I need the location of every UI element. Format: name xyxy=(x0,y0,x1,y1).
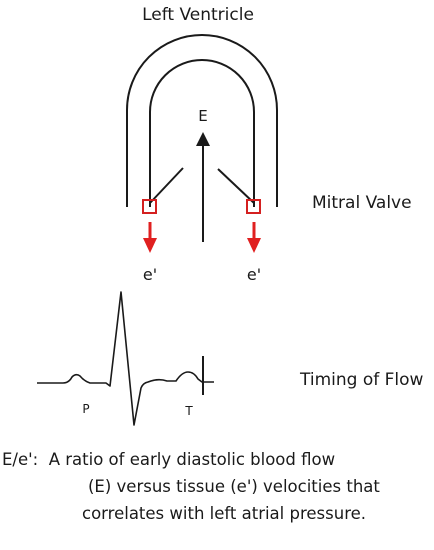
t-wave-label: T xyxy=(184,404,193,418)
mitral-valve-label: Mitral Valve xyxy=(312,193,412,213)
mitral-annulus-left-box xyxy=(142,199,157,214)
e-flow-arrowhead xyxy=(196,132,210,146)
mitral-annulus-right-box xyxy=(246,199,261,214)
e-prime-label-right: e' xyxy=(247,265,261,284)
e-prime-arrowhead-left xyxy=(143,238,157,253)
ventricle-outer-wall xyxy=(126,34,278,207)
caption-line-1: E/e': A ratio of early diastolic blood f… xyxy=(2,446,335,473)
caption-line-1-text: A ratio of early diastolic blood flow xyxy=(48,450,336,469)
caption-line-3: correlates with left atrial pressure. xyxy=(82,504,367,523)
p-wave-label: P xyxy=(82,402,89,416)
caption-line-2: (E) versus tissue (e') velocities that xyxy=(88,477,380,496)
ventricle-inner-wall xyxy=(149,59,255,207)
e-velocity-label: E xyxy=(198,107,207,125)
caption-term: E/e': xyxy=(2,450,39,469)
ecg-trace xyxy=(37,291,214,426)
e-prime-arrowhead-right xyxy=(247,238,261,253)
diagram-canvas: Left Ventricle E Mitral Valve e' e' P T xyxy=(37,5,424,426)
e-prime-label-left: e' xyxy=(143,265,157,284)
mitral-leaflet-right xyxy=(217,168,255,204)
left-ventricle-label: Left Ventricle xyxy=(142,5,254,25)
timing-of-flow-label: Timing of Flow xyxy=(299,370,424,390)
mitral-leaflet-left xyxy=(149,167,184,204)
